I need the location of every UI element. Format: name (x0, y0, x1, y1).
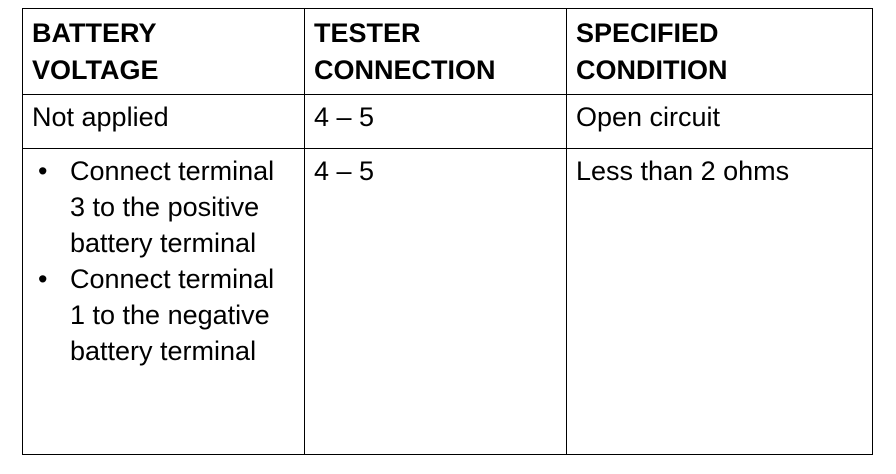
cell-specified-condition: Less than 2 ohms (566, 148, 873, 455)
cell-tester-connection: 4 – 5 (304, 94, 567, 149)
header-text: BATTERY (32, 18, 157, 48)
list-item: • Connect terminal 1 to the negative bat… (32, 261, 295, 369)
cell-tester-connection: 4 – 5 (304, 148, 567, 455)
header-text: SPECIFIED (576, 18, 719, 48)
header-text: CONNECTION (314, 55, 496, 85)
specification-table: BATTERY VOLTAGE TESTER CONNECTION SPECIF… (22, 8, 873, 455)
list-item: • Connect terminal 3 to the positive bat… (32, 153, 295, 261)
step-text: Connect terminal 1 to the negative batte… (70, 264, 275, 366)
cell-specified-condition: Open circuit (566, 94, 873, 149)
header-text: TESTER (314, 18, 421, 48)
header-text: VOLTAGE (32, 55, 159, 85)
header-text: CONDITION (576, 55, 728, 85)
table-row: • Connect terminal 3 to the positive bat… (22, 148, 873, 455)
bullet-icon: • (38, 156, 48, 186)
cell-battery-voltage: • Connect terminal 3 to the positive bat… (22, 148, 305, 455)
cell-battery-voltage: Not applied (22, 94, 305, 149)
header-row: BATTERY VOLTAGE TESTER CONNECTION SPECIF… (22, 8, 873, 95)
connection-steps-list: • Connect terminal 3 to the positive bat… (32, 153, 295, 369)
bullet-icon: • (38, 264, 48, 294)
step-text: Connect terminal 3 to the positive batte… (70, 156, 275, 258)
header-specified-condition: SPECIFIED CONDITION (566, 8, 873, 95)
table-row: Not applied 4 – 5 Open circuit (22, 94, 873, 149)
header-battery-voltage: BATTERY VOLTAGE (22, 8, 305, 95)
header-tester-connection: TESTER CONNECTION (304, 8, 567, 95)
